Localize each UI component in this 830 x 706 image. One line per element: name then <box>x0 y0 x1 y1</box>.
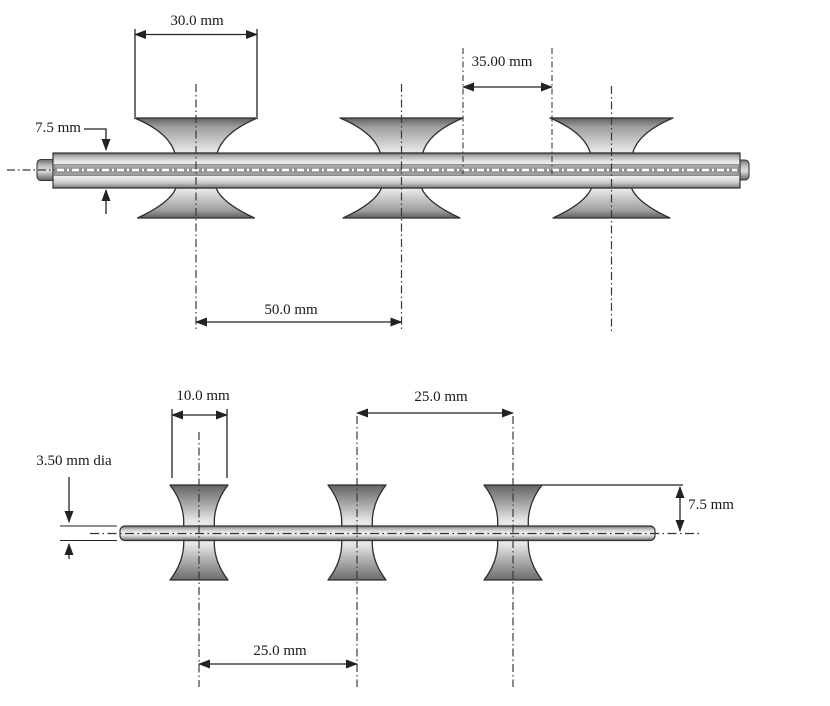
top-profile <box>7 84 750 332</box>
label-wire-diameter: 3.50 mm dia <box>36 453 112 469</box>
label-bottom-barb-width: 10.0 mm <box>176 388 230 404</box>
dimension-wire-diameter <box>60 477 117 559</box>
dimension-barb-width <box>171 409 228 478</box>
core-wire-band <box>54 164 739 176</box>
bottom-dimensions <box>60 408 685 669</box>
top-barb-centerlines <box>195 84 613 332</box>
dimension-barb-width <box>134 29 258 117</box>
label-bottom-barb-pitch-right: 25.0 mm <box>414 389 468 405</box>
top-dimensions <box>84 29 553 327</box>
label-top-barb-gap: 35.00 mm <box>471 54 533 70</box>
dimension-barb-height <box>542 484 685 532</box>
bottom-profile <box>90 416 700 687</box>
dimension-tape-height <box>84 128 111 214</box>
bottom-barb-centerlines <box>198 416 514 687</box>
dimension-barb-gap <box>462 48 553 174</box>
label-top-barb-pitch: 50.0 mm <box>264 302 318 318</box>
label-bottom-barb-height: 7.5 mm <box>688 497 734 513</box>
label-top-tape-height: 7.5 mm <box>35 120 81 136</box>
label-top-barb-width: 30.0 mm <box>170 13 224 29</box>
label-bottom-barb-pitch-left: 25.0 mm <box>253 643 307 659</box>
